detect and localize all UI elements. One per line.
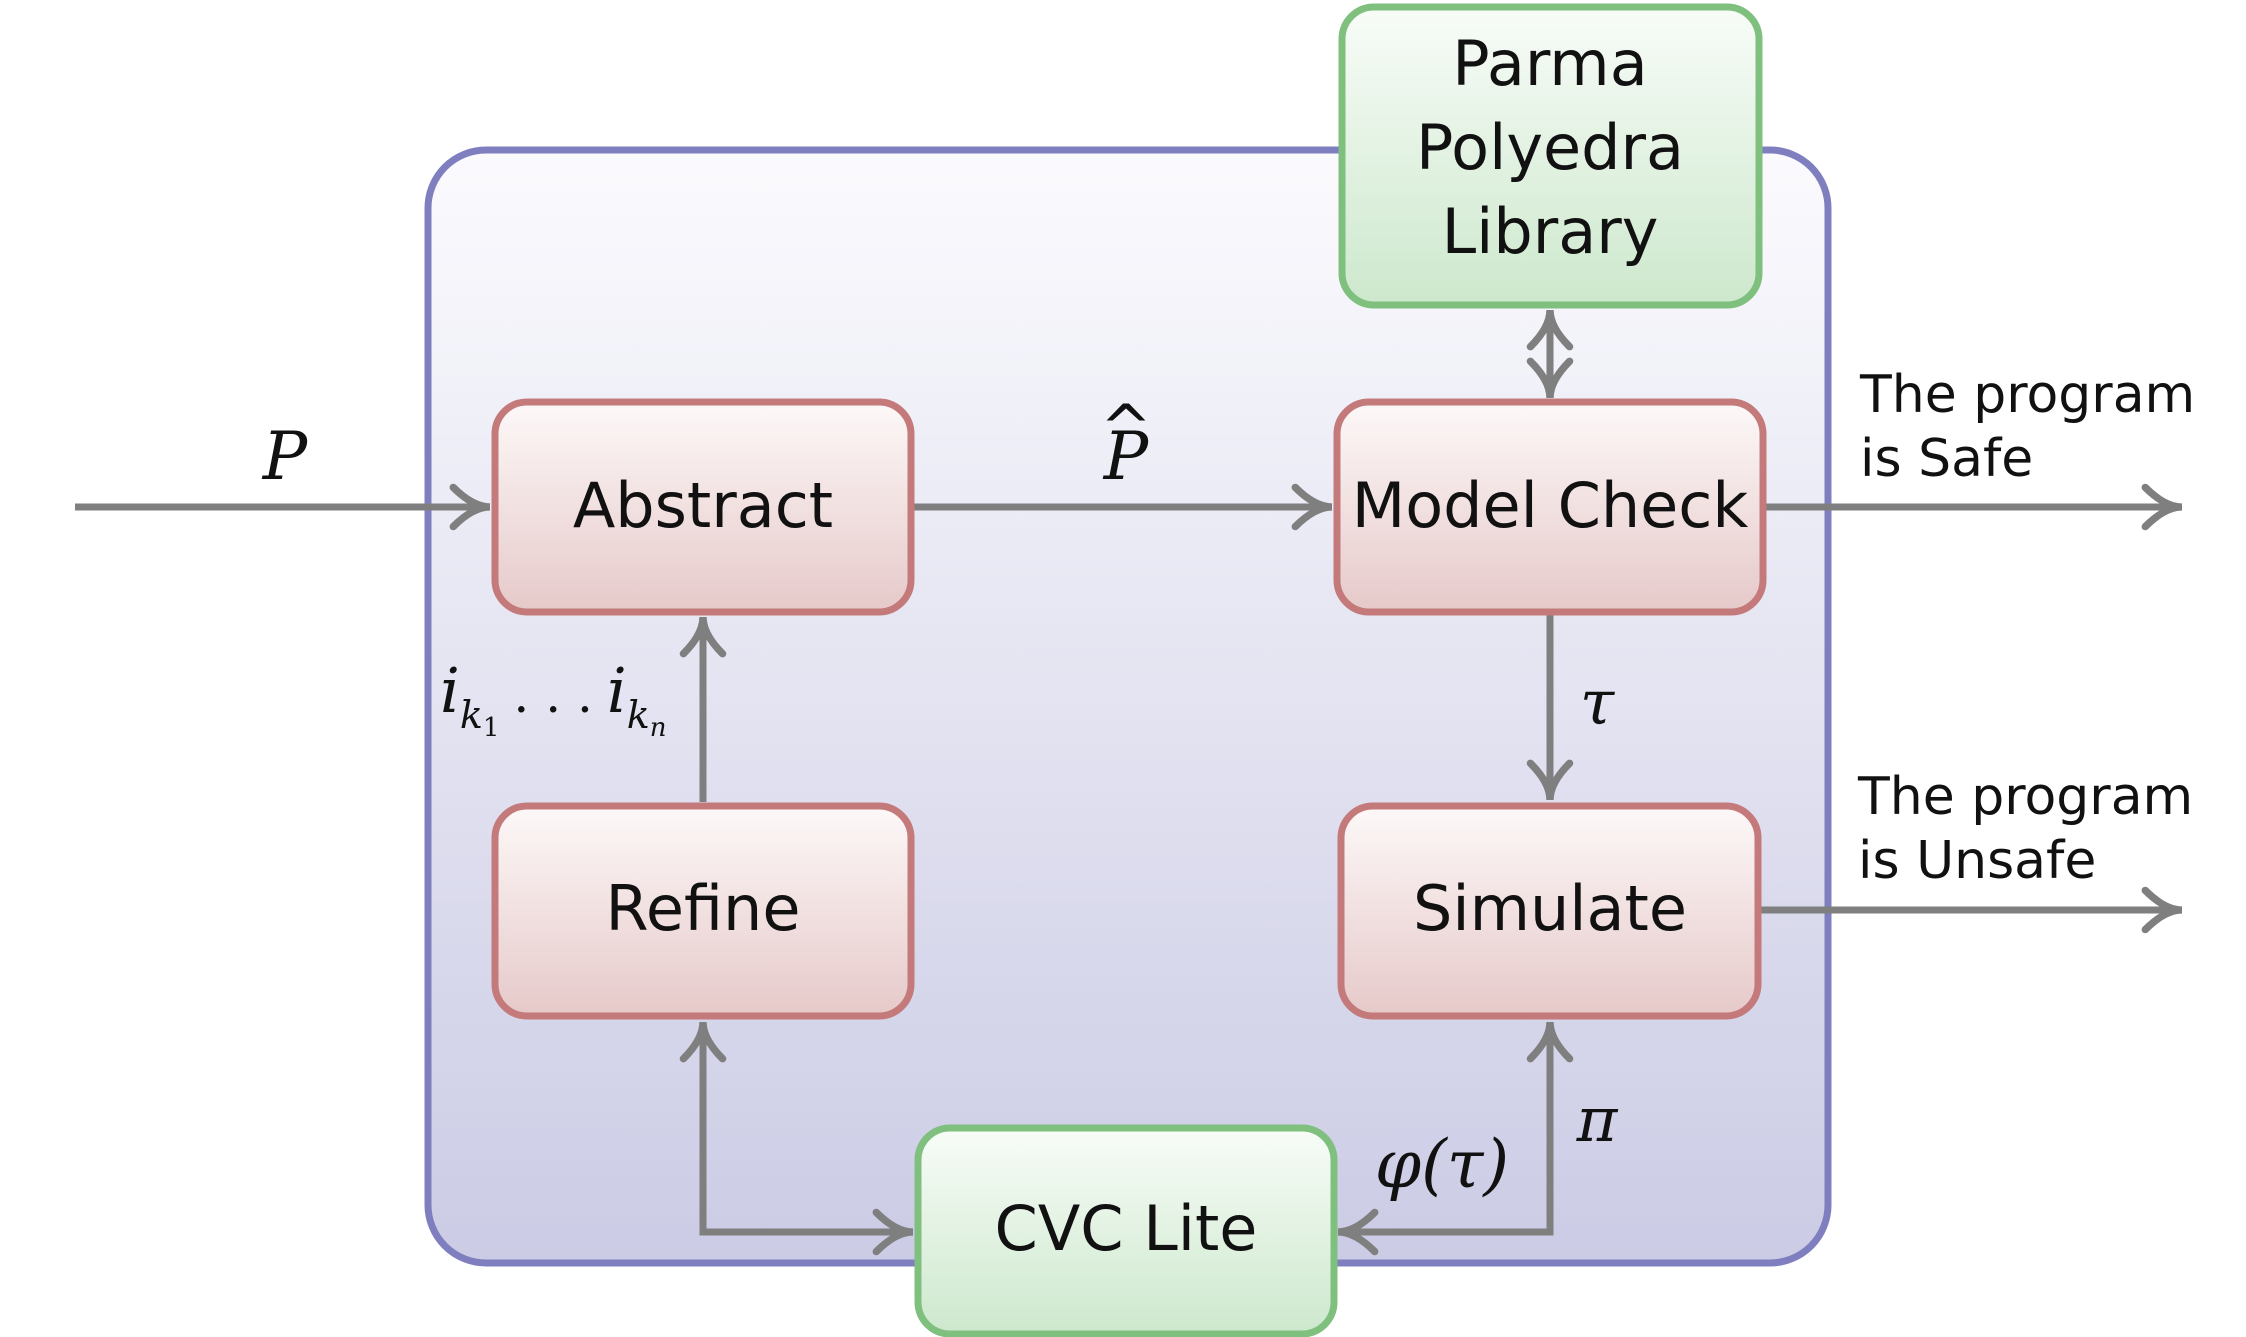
ppl-label-line-3: Library: [1442, 195, 1659, 268]
formula-label: φ(τ): [1375, 1126, 1509, 1203]
abstract-node: Abstract: [491, 398, 915, 616]
cvc-lite-node: CVC Lite: [914, 1124, 1338, 1337]
ppl-label-line-2: Polyedra: [1416, 111, 1684, 184]
arrow-cvc-lite-simulate: [1337, 1021, 1574, 1256]
ppl-label-line-1: Parma: [1452, 27, 1647, 100]
trace-label: τ: [1580, 666, 1616, 739]
refine-label: Refine: [606, 872, 801, 945]
safe-label-line-2: is Safe: [1860, 429, 2033, 489]
unsafe-label-line-2: is Unsafe: [1858, 831, 2096, 891]
model-check-node: Model Check: [1333, 398, 1767, 616]
simulate-label: Simulate: [1413, 872, 1687, 945]
predicate-first-i: i: [440, 654, 460, 727]
refine-node: Refine: [491, 802, 915, 1020]
predicate-second-i: i: [607, 654, 627, 727]
abstract-output-label: P: [1103, 418, 1150, 495]
arrow-refine-cvc-lite: [679, 1021, 914, 1256]
predicates-label: ik1. . .ikn: [440, 654, 667, 743]
predicate-second-sub-n: n: [650, 713, 667, 743]
hat-mark: ^: [1100, 391, 1152, 464]
unsafe-label-line-1: The program: [1857, 767, 2193, 827]
safe-label-line-1: The program: [1859, 365, 2195, 425]
abstract-label: Abstract: [573, 469, 833, 542]
predicate-second-sub-k: k: [627, 693, 650, 737]
predicate-first-sub-k: k: [460, 693, 483, 737]
input-label: P: [262, 418, 309, 495]
predicate-dots: . . .: [513, 666, 592, 724]
ppl-node: Parma Polyedra Library: [1338, 3, 1763, 309]
cvc-lite-label: CVC Lite: [995, 1192, 1258, 1265]
simulate-node: Simulate: [1337, 802, 1762, 1020]
predicate-first-sub-1: 1: [483, 713, 500, 743]
model-check-label: Model Check: [1352, 469, 1749, 542]
path-label: π: [1576, 1083, 1619, 1156]
